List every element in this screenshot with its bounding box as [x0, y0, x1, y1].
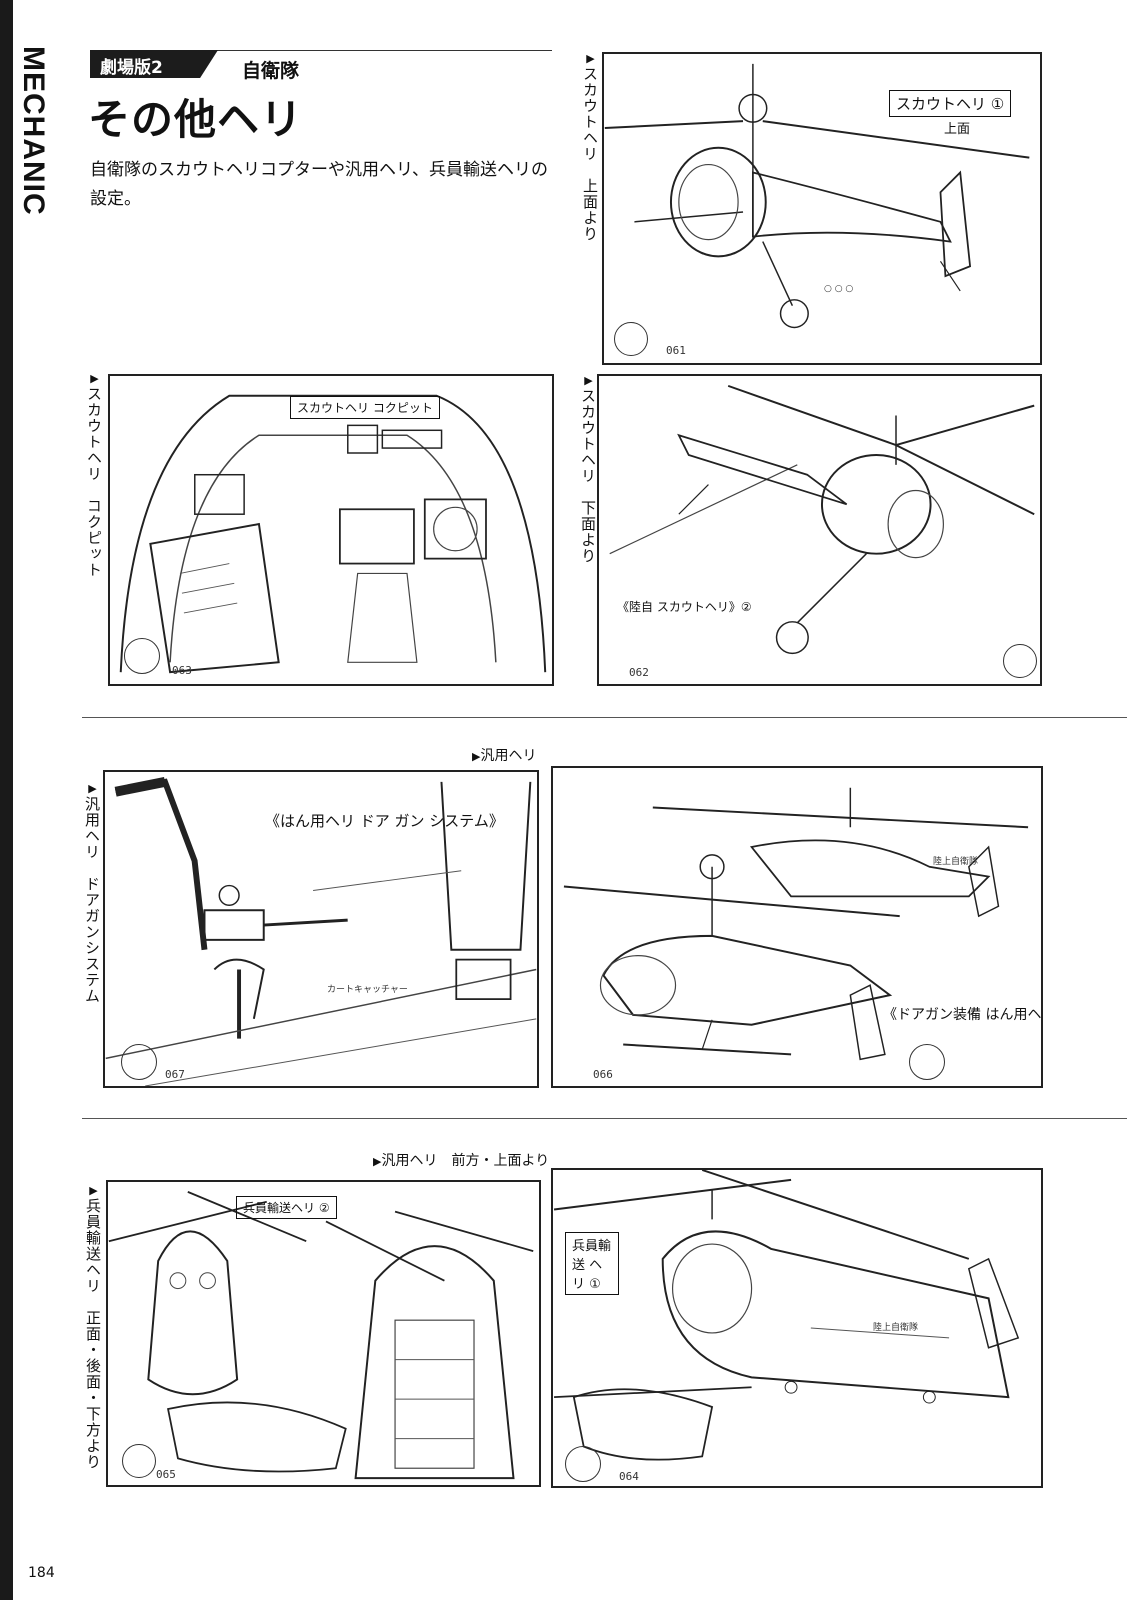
- hedgehog-stamp-icon: [614, 322, 648, 356]
- caption-transport-views: ▶兵員輸送ヘリ 正面・後面・下方より: [84, 1184, 102, 1470]
- panel-066: 陸上自衛隊 《ドアガン装備 はん用ヘリ》 066: [551, 766, 1043, 1088]
- hedgehog-stamp-icon: [909, 1044, 945, 1080]
- sketch-transport-helicopter-main: [553, 1170, 1020, 1461]
- panel-067-number: 067: [165, 1068, 185, 1081]
- sketch-door-gun-system: [105, 777, 537, 1086]
- panel-067-sub: カートキャッチャー: [327, 985, 408, 995]
- caption-utility-front-top: ▶汎用ヘリ 前方・上面より: [373, 1153, 550, 1169]
- caption-scout-bottom: ▶スカウトヘリ 下面より: [579, 374, 597, 564]
- description: 自衛隊のスカウトヘリコプターや汎用ヘリ、兵員輸送ヘリの設定。: [90, 160, 548, 209]
- hedgehog-stamp-icon: [121, 1044, 157, 1080]
- triangle-icon: ▶: [582, 374, 595, 388]
- page-title: その他ヘリ: [88, 95, 304, 144]
- annotation-text: ○ ○ ○: [824, 284, 854, 294]
- panel-063-number: 063: [172, 664, 192, 677]
- sketch-scout-helicopter-top: [604, 63, 1030, 329]
- caption-door-gun: ▶汎用ヘリ ドアガンシステム: [83, 782, 101, 1004]
- panel-066-marking: 陸上自衛隊: [933, 857, 979, 867]
- panel-061-sub: 上面: [944, 122, 971, 137]
- sketch-scout-helicopter-bottom: [609, 384, 1035, 655]
- panel-066-number: 066: [593, 1068, 613, 1081]
- panel-065: 兵員輸送ヘリ ② 065: [106, 1180, 541, 1487]
- sketch-scout-cockpit: [119, 394, 547, 674]
- sketch-utility-helicopters: [563, 787, 1029, 1061]
- triangle-icon: ▶: [87, 1184, 100, 1198]
- panel-064-number: 064: [619, 1470, 639, 1483]
- hedgehog-stamp-icon: [122, 1444, 156, 1478]
- panel-061-note: スカウトヘリ ①: [889, 90, 1012, 117]
- caption-scout-cockpit: ▶スカウトヘリ コクピット: [85, 372, 103, 578]
- panel-061: スカウトヘリ ① 上面 ○ ○ ○ 061: [602, 52, 1042, 365]
- caption-scout-top: ▶スカウトヘリ 上面より: [581, 52, 599, 242]
- sketch-transport-helicopter-views: [108, 1191, 534, 1480]
- hedgehog-stamp-icon: [124, 638, 160, 674]
- panel-064-marking: 陸上自衛隊: [873, 1323, 919, 1333]
- panel-064-note: 兵員輸送 ヘリ ①: [565, 1232, 619, 1295]
- hedgehog-stamp-icon: [1003, 644, 1037, 678]
- section-divider: [82, 1118, 1127, 1119]
- panel-065-number: 065: [156, 1468, 176, 1481]
- panel-067-note: 《はん用ヘリ ドア ガン システム》: [265, 812, 504, 830]
- caption-utility: ▶汎用ヘリ: [472, 748, 537, 764]
- panel-066-note: 《ドアガン装備 はん用ヘリ》: [883, 1007, 1042, 1023]
- triangle-icon: ▶: [86, 782, 99, 796]
- panel-065-note: 兵員輸送ヘリ ②: [236, 1196, 337, 1219]
- panel-062: 《陸自 スカウトヘリ》② 062: [597, 374, 1042, 686]
- hedgehog-stamp-icon: [565, 1446, 601, 1482]
- panel-063: スカウトヘリ コクピット 063: [108, 374, 554, 686]
- panel-064: 兵員輸送 ヘリ ① 陸上自衛隊 064: [551, 1168, 1043, 1488]
- section-divider: [82, 717, 1127, 718]
- panel-063-note: スカウトヘリ コクピット: [290, 396, 440, 419]
- panel-062-number: 062: [629, 666, 649, 679]
- section-tag-label: 劇場版2: [100, 58, 163, 78]
- header-rule: [90, 50, 552, 51]
- triangle-icon: ▶: [373, 1155, 382, 1168]
- section-tag: 劇場版2: [90, 50, 218, 78]
- page-edge-bar: [0, 0, 13, 1600]
- triangle-icon: ▶: [88, 372, 101, 386]
- panel-067: 《はん用ヘリ ドア ガン システム》 カートキャッチャー 067: [103, 770, 539, 1088]
- panel-061-number: 061: [666, 344, 686, 357]
- brand-vertical: MECHANIC: [17, 46, 50, 216]
- page-number: 184: [28, 1565, 55, 1581]
- panel-062-note: 《陸自 スカウトヘリ》②: [617, 600, 752, 614]
- triangle-icon: ▶: [472, 750, 481, 763]
- category-label: 自衛隊: [242, 60, 300, 82]
- triangle-icon: ▶: [584, 52, 597, 66]
